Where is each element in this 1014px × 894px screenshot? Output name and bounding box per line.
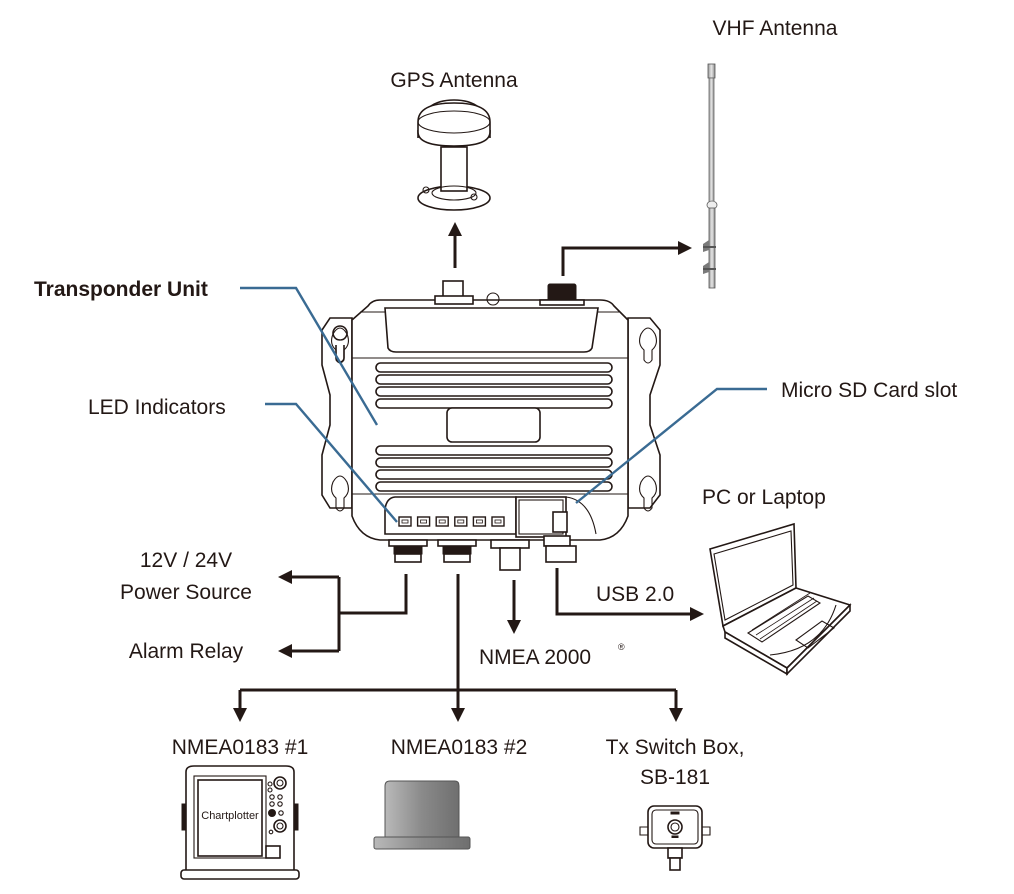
power-source-label-line2: Power Source xyxy=(120,581,252,604)
led-indicators-callout xyxy=(265,402,398,523)
led-indicator-icon xyxy=(454,516,468,527)
vent-slots-lower xyxy=(375,445,613,492)
gps-antenna-label: GPS Antenna xyxy=(390,69,518,92)
led-indicator-icon xyxy=(435,516,449,527)
led-lens xyxy=(475,519,483,524)
nmea-device-icon xyxy=(373,780,471,850)
led-lens xyxy=(438,519,446,524)
vent-slots-upper xyxy=(375,362,613,409)
led-indicator-icon xyxy=(398,516,412,527)
micro-sd-slot xyxy=(552,511,568,533)
vhf-arrow-icon xyxy=(678,241,692,255)
micro-sd-slot-callout xyxy=(575,387,767,504)
pc-or-laptop-label: PC or Laptop xyxy=(702,486,826,509)
led-lens xyxy=(494,519,502,524)
gps-arrow-icon xyxy=(448,222,462,236)
transponder-unit-label: Transponder Unit xyxy=(34,278,208,301)
chartplotter-screen-label: Chartplotter xyxy=(201,810,259,822)
nmea0183-1-label: NMEA0183 #1 xyxy=(172,736,309,759)
transponder-unit-device xyxy=(321,280,661,571)
nmea2000-registered-mark: ® xyxy=(618,642,625,652)
nmea2000-arrow-icon xyxy=(507,620,521,634)
alarm-relay-arrow-icon xyxy=(278,644,292,658)
tx-switch-box-label-line2: SB-181 xyxy=(640,766,710,789)
transponder-unit-callout xyxy=(240,286,379,426)
vhf-wire xyxy=(561,246,678,276)
nmea0183-2-label: NMEA0183 #2 xyxy=(391,736,528,759)
led-indicator-icon xyxy=(416,516,431,527)
vhf-antenna-label: VHF Antenna xyxy=(713,17,838,40)
nmea2000-label: NMEA 2000 xyxy=(479,646,591,669)
chartplotter-icon: Chartplotter xyxy=(180,765,300,880)
laptop-icon xyxy=(709,522,852,676)
led-lens xyxy=(401,519,409,524)
led-indicator-icon xyxy=(491,516,505,527)
tx-switch-box-arrow-icon xyxy=(669,708,683,722)
vhf-antenna-icon xyxy=(703,63,718,289)
nmea0183-2-arrow-icon xyxy=(451,708,465,722)
power-alarm-wire xyxy=(292,574,408,653)
led-indicator-row xyxy=(398,516,505,527)
usb-arrow-icon xyxy=(690,607,704,621)
nmea0183-bus-wire xyxy=(238,574,678,708)
led-indicator-icon xyxy=(472,516,487,527)
tx-switch-box-icon xyxy=(639,805,711,871)
nmea0183-1-arrow-icon xyxy=(233,708,247,722)
usb-label: USB 2.0 xyxy=(596,583,674,606)
usb-wire xyxy=(555,568,690,616)
bottom-connectors xyxy=(388,535,577,571)
gps-antenna-icon xyxy=(417,99,491,211)
power-source-label-line1: 12V / 24V xyxy=(140,549,232,572)
led-indicators-label: LED Indicators xyxy=(88,396,226,419)
tx-switch-box-label-line1: Tx Switch Box, xyxy=(606,736,745,759)
led-lens xyxy=(457,519,465,524)
alarm-relay-label: Alarm Relay xyxy=(129,640,244,663)
micro-sd-slot-label: Micro SD Card slot xyxy=(781,379,957,402)
power-source-arrow-icon xyxy=(278,570,292,584)
led-lens xyxy=(420,519,428,524)
